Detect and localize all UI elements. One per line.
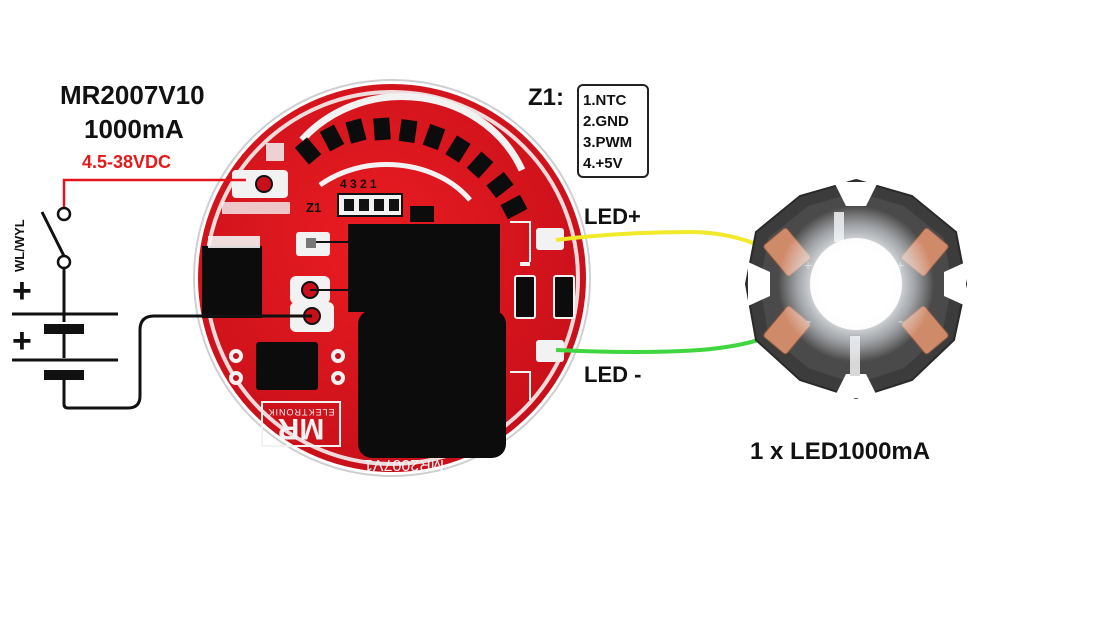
z1-pin-1: 1.NTC: [583, 92, 627, 109]
battery-plus-1: +: [12, 272, 32, 310]
led-plus-pad: [536, 228, 564, 250]
switch-contact-bottom: [56, 254, 72, 270]
led-emitter: [810, 238, 902, 330]
board-version-mark: MR2007V1: [364, 456, 444, 473]
led-caption: 1 x LED1000mA: [750, 438, 931, 465]
board-pin-numbers: 4 3 2 1: [340, 177, 377, 191]
z1-pin-legend: 1.NTC 2.GND 3.PWM 4.+5V: [577, 84, 649, 178]
ic-bottom: [256, 342, 318, 390]
battery-cell-1-negative: [44, 324, 84, 334]
driver-board: MR ELEKTRONIK MR2007V1 Z1 4 3 2 1: [193, 79, 591, 477]
voltage-label: 4.5-38VDC: [82, 152, 172, 172]
supply-wire: [62, 178, 246, 212]
battery-plus-2: +: [12, 322, 32, 360]
switch-contact-top: [56, 206, 72, 222]
ic-left: [202, 246, 262, 318]
led-minus-label: LED -: [584, 362, 642, 387]
silk-arc-inner: [318, 161, 472, 202]
smd-arc-components: [294, 117, 528, 220]
board-z1-label: Z1: [306, 200, 321, 215]
current-title: 1000mA: [84, 114, 184, 144]
battery-cell-2-negative: [44, 370, 84, 380]
z1-pin-2: 2.GND: [583, 113, 629, 130]
led-minus-pad: [536, 340, 564, 362]
led-plus-label: LED+: [584, 204, 641, 229]
board-logo: MR: [277, 412, 324, 445]
ic-main: [348, 224, 500, 312]
wiring: [12, 178, 782, 410]
led-plus-wire: [555, 229, 782, 258]
star-led: + + - -: [744, 178, 968, 400]
z1-pin-4: 4.+5V: [583, 155, 623, 172]
logo-frame: [261, 401, 341, 447]
silk-arc: [299, 93, 526, 172]
switch-lever: [40, 211, 66, 257]
board-brand: ELEKTRONIK: [267, 407, 334, 417]
inductor: [358, 310, 506, 458]
z1-header-label: Z1:: [528, 84, 564, 111]
model-title: MR2007V10: [60, 80, 205, 110]
ground-wire: [62, 314, 312, 410]
z1-pin-3: 3.PWM: [583, 134, 633, 151]
led-minus-wire: [555, 330, 781, 354]
switch-label: WL/WYL: [12, 219, 27, 272]
